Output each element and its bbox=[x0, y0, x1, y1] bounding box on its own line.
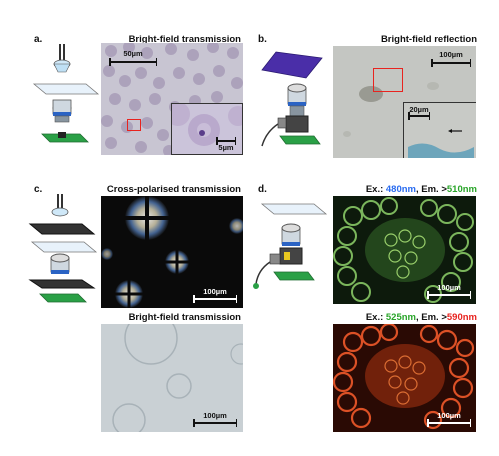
main-scale-bar: 100µm bbox=[193, 287, 237, 303]
panel-d-title-top: Ex.: 480nm, Em. >510nm bbox=[365, 184, 477, 195]
panel-d-letter: d. bbox=[258, 184, 267, 195]
inset-scale-bar: 20µm bbox=[408, 105, 430, 120]
blood-smear-image: 5µm 50µm bbox=[101, 43, 243, 155]
panel-c-title-bottom: Bright-field transmission bbox=[128, 312, 241, 323]
brightfield-crystal-image: 100µm bbox=[101, 324, 243, 432]
main-scale-bar: 100µm bbox=[427, 411, 471, 427]
panel-c-letter: c. bbox=[34, 184, 43, 195]
panel-d-title-bottom: Ex.: 525nm, Em. >590nm bbox=[365, 312, 477, 323]
panel-c-title-top: Cross-polarised transmission bbox=[106, 184, 241, 195]
highlight-box bbox=[373, 68, 403, 92]
microscope-transmission-illustration bbox=[28, 42, 104, 154]
panel-a-title: Bright-field transmission bbox=[128, 34, 241, 45]
fluorescence-green-image: 100µm bbox=[333, 196, 476, 304]
main-scale-bar: 100µm bbox=[427, 283, 471, 299]
panel-b-title: Bright-field reflection bbox=[380, 34, 477, 45]
fluorescence-red-image: 100µm bbox=[333, 324, 476, 432]
blood-cell-inset: 5µm bbox=[171, 103, 243, 155]
microscope-fluorescence-illustration bbox=[252, 198, 332, 302]
main-scale-bar: 100µm bbox=[431, 50, 471, 67]
reflection-inset: 20µm bbox=[403, 102, 476, 158]
reflection-image: 100µm 20µm bbox=[333, 46, 476, 158]
microscope-reflection-illustration bbox=[258, 48, 328, 158]
main-scale-bar: 50µm bbox=[109, 49, 157, 66]
inset-scale-bar: 5µm bbox=[216, 137, 236, 152]
panel-a-letter: a. bbox=[34, 34, 43, 45]
polarised-crystal-image: 100µm bbox=[101, 196, 243, 308]
main-scale-bar: 100µm bbox=[193, 411, 237, 427]
microscope-polarised-illustration bbox=[26, 192, 102, 310]
highlight-box bbox=[127, 119, 141, 131]
panel-b-letter: b. bbox=[258, 34, 267, 45]
